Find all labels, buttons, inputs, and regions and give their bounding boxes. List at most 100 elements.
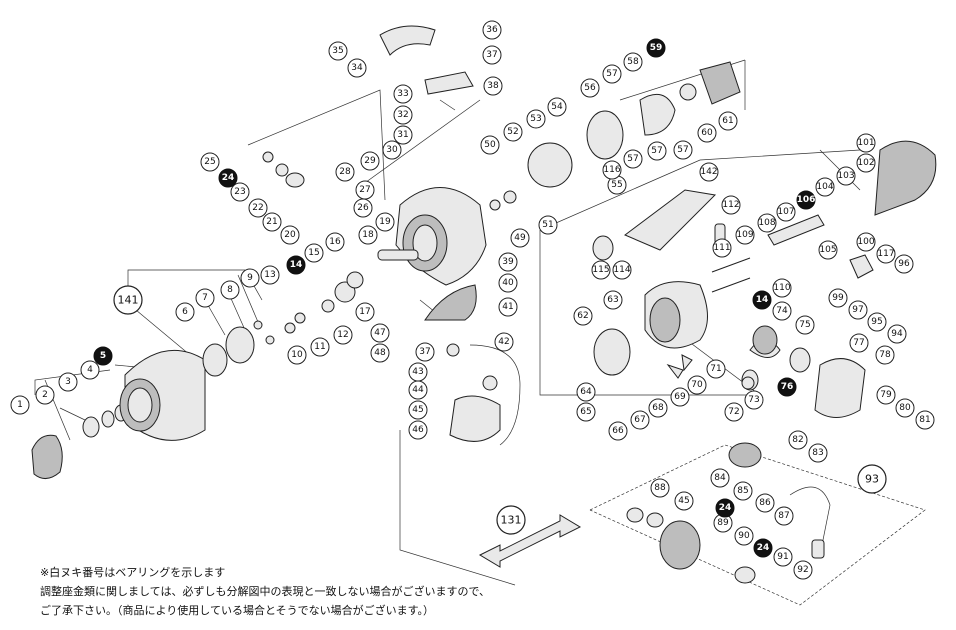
svg-text:94: 94 <box>891 329 903 339</box>
svg-text:95: 95 <box>871 317 882 327</box>
callout-108: 108 <box>757 213 777 233</box>
svg-text:77: 77 <box>853 338 864 348</box>
callout-18: 18 <box>358 225 378 245</box>
callout-71: 71 <box>706 359 726 379</box>
svg-text:100: 100 <box>857 237 874 247</box>
callout-142: 142 <box>699 162 719 182</box>
callout-80: 80 <box>895 398 915 418</box>
svg-text:33: 33 <box>397 89 408 99</box>
svg-text:90: 90 <box>738 531 750 541</box>
callout-49: 49 <box>510 228 530 248</box>
svg-text:56: 56 <box>584 83 596 93</box>
svg-text:111: 111 <box>713 243 730 253</box>
callout-96: 96 <box>894 254 914 274</box>
callout-53: 53 <box>526 109 546 129</box>
callout-131: 131 <box>496 505 526 535</box>
svg-text:107: 107 <box>777 207 794 217</box>
callout-104: 104 <box>815 177 835 197</box>
svg-text:22: 22 <box>252 203 263 213</box>
svg-text:37: 37 <box>419 347 430 357</box>
svg-text:44: 44 <box>412 385 424 395</box>
svg-text:53: 53 <box>530 114 541 124</box>
svg-text:114: 114 <box>613 265 630 275</box>
svg-text:81: 81 <box>919 415 930 425</box>
callout-82: 82 <box>788 430 808 450</box>
svg-text:4: 4 <box>87 365 93 375</box>
svg-text:30: 30 <box>386 145 398 155</box>
svg-text:12: 12 <box>337 330 348 340</box>
svg-text:37: 37 <box>486 50 497 60</box>
svg-text:58: 58 <box>627 57 639 67</box>
svg-text:70: 70 <box>691 380 703 390</box>
svg-text:40: 40 <box>502 278 514 288</box>
callout-72: 72 <box>724 402 744 422</box>
callout-51: 51 <box>538 215 558 235</box>
svg-text:80: 80 <box>899 403 911 413</box>
callout-33: 33 <box>393 84 413 104</box>
callout-107: 107 <box>776 202 796 222</box>
svg-text:52: 52 <box>507 127 518 137</box>
callout-79: 79 <box>876 385 896 405</box>
svg-text:103: 103 <box>837 171 854 181</box>
svg-text:66: 66 <box>612 426 624 436</box>
callout-25: 25 <box>200 152 220 172</box>
callout-52: 52 <box>503 122 523 142</box>
svg-text:68: 68 <box>652 403 664 413</box>
callout-14: 14 <box>286 255 306 275</box>
callout-32: 32 <box>393 105 413 125</box>
svg-text:67: 67 <box>634 415 645 425</box>
callout-86: 86 <box>755 493 775 513</box>
callout-58: 58 <box>623 52 643 72</box>
svg-text:83: 83 <box>812 448 823 458</box>
svg-text:82: 82 <box>792 435 803 445</box>
callout-45: 45 <box>408 400 428 420</box>
callout-93: 93 <box>857 464 887 494</box>
svg-text:72: 72 <box>728 407 739 417</box>
svg-text:31: 31 <box>397 130 408 140</box>
callout-84: 84 <box>710 468 730 488</box>
callout-9: 9 <box>240 268 260 288</box>
svg-text:64: 64 <box>580 387 592 397</box>
svg-text:55: 55 <box>611 180 622 190</box>
callout-101: 101 <box>856 133 876 153</box>
callout-78: 78 <box>875 345 895 365</box>
callout-26: 26 <box>353 198 373 218</box>
callout-103: 103 <box>836 166 856 186</box>
svg-text:54: 54 <box>551 102 563 112</box>
svg-text:142: 142 <box>700 167 717 177</box>
svg-text:79: 79 <box>880 390 892 400</box>
callout-99: 99 <box>828 288 848 308</box>
callout-37: 37 <box>482 45 502 65</box>
reel-body <box>262 25 521 446</box>
callout-59: 59 <box>646 38 666 58</box>
callout-112: 112 <box>721 195 741 215</box>
callout-31: 31 <box>393 125 413 145</box>
svg-text:13: 13 <box>264 270 275 280</box>
svg-text:38: 38 <box>487 81 499 91</box>
callout-114: 114 <box>612 260 632 280</box>
svg-text:45: 45 <box>412 405 423 415</box>
callout-42: 42 <box>494 332 514 352</box>
callout-16: 16 <box>325 232 345 252</box>
callout-110: 110 <box>772 278 792 298</box>
svg-text:1: 1 <box>17 400 23 410</box>
callout-76: 76 <box>777 377 797 397</box>
callout-74: 74 <box>772 301 792 321</box>
svg-text:24: 24 <box>719 503 732 513</box>
callout-24: 24 <box>715 498 735 518</box>
svg-text:60: 60 <box>701 128 713 138</box>
callout-70: 70 <box>687 375 707 395</box>
callout-67: 67 <box>630 410 650 430</box>
svg-text:28: 28 <box>339 167 351 177</box>
callout-36: 36 <box>482 20 502 40</box>
svg-text:19: 19 <box>379 217 391 227</box>
svg-text:25: 25 <box>204 157 215 167</box>
callout-2: 2 <box>35 385 55 405</box>
callout-4: 4 <box>80 360 100 380</box>
svg-text:86: 86 <box>759 498 771 508</box>
svg-text:108: 108 <box>758 218 775 228</box>
svg-text:50: 50 <box>484 140 496 150</box>
frame-parts <box>592 140 937 418</box>
callout-105: 105 <box>818 240 838 260</box>
